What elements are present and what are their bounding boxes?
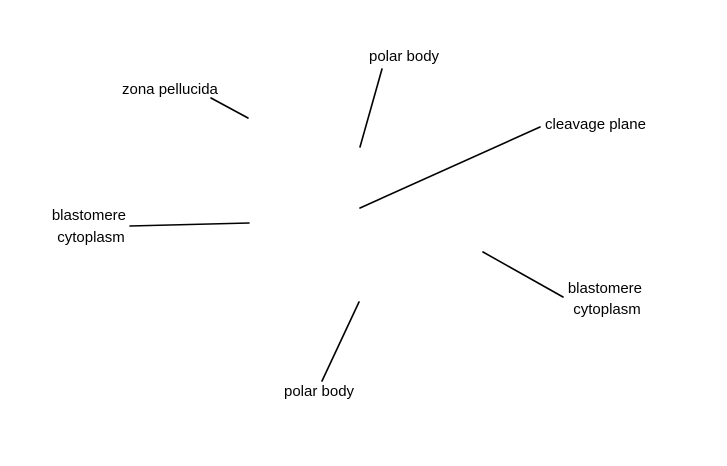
label-blastomere-left-text: blastomere cytoplasm	[52, 207, 130, 246]
leader-line-polar-body-bottom	[321, 301, 360, 382]
label-blastomere-right-line2: cytoplasm	[573, 301, 641, 318]
label-polar-body-bottom-text: polar body	[284, 383, 355, 400]
label-zona-pellucida-text: zona pellucida	[122, 81, 219, 98]
label-polar-body-top-text: polar body	[369, 48, 440, 65]
label-polar-body-top: polar body	[359, 48, 440, 148]
label-blastomere-right-line1: blastomere	[568, 280, 642, 297]
leader-line-cleavage-plane	[359, 126, 541, 209]
label-blastomere-left-line1: blastomere	[52, 207, 126, 224]
label-blastomere-left: blastomere cytoplasm	[52, 207, 250, 246]
leader-line-blastomere-right	[482, 251, 564, 298]
label-cleavage-plane: cleavage plane	[359, 116, 646, 209]
label-blastomere-right: blastomere cytoplasm	[482, 251, 646, 318]
label-blastomere-left-line2: cytoplasm	[57, 229, 125, 246]
label-zona-pellucida: zona pellucida	[122, 81, 249, 119]
label-polar-body-bottom: polar body	[284, 301, 360, 400]
label-blastomere-right-text: blastomere cytoplasm	[568, 280, 646, 318]
leader-line-zona-pellucida	[210, 97, 249, 119]
leader-line-polar-body-top	[359, 68, 383, 148]
leader-line-blastomere-left	[129, 222, 250, 227]
label-cleavage-plane-text: cleavage plane	[545, 116, 646, 133]
